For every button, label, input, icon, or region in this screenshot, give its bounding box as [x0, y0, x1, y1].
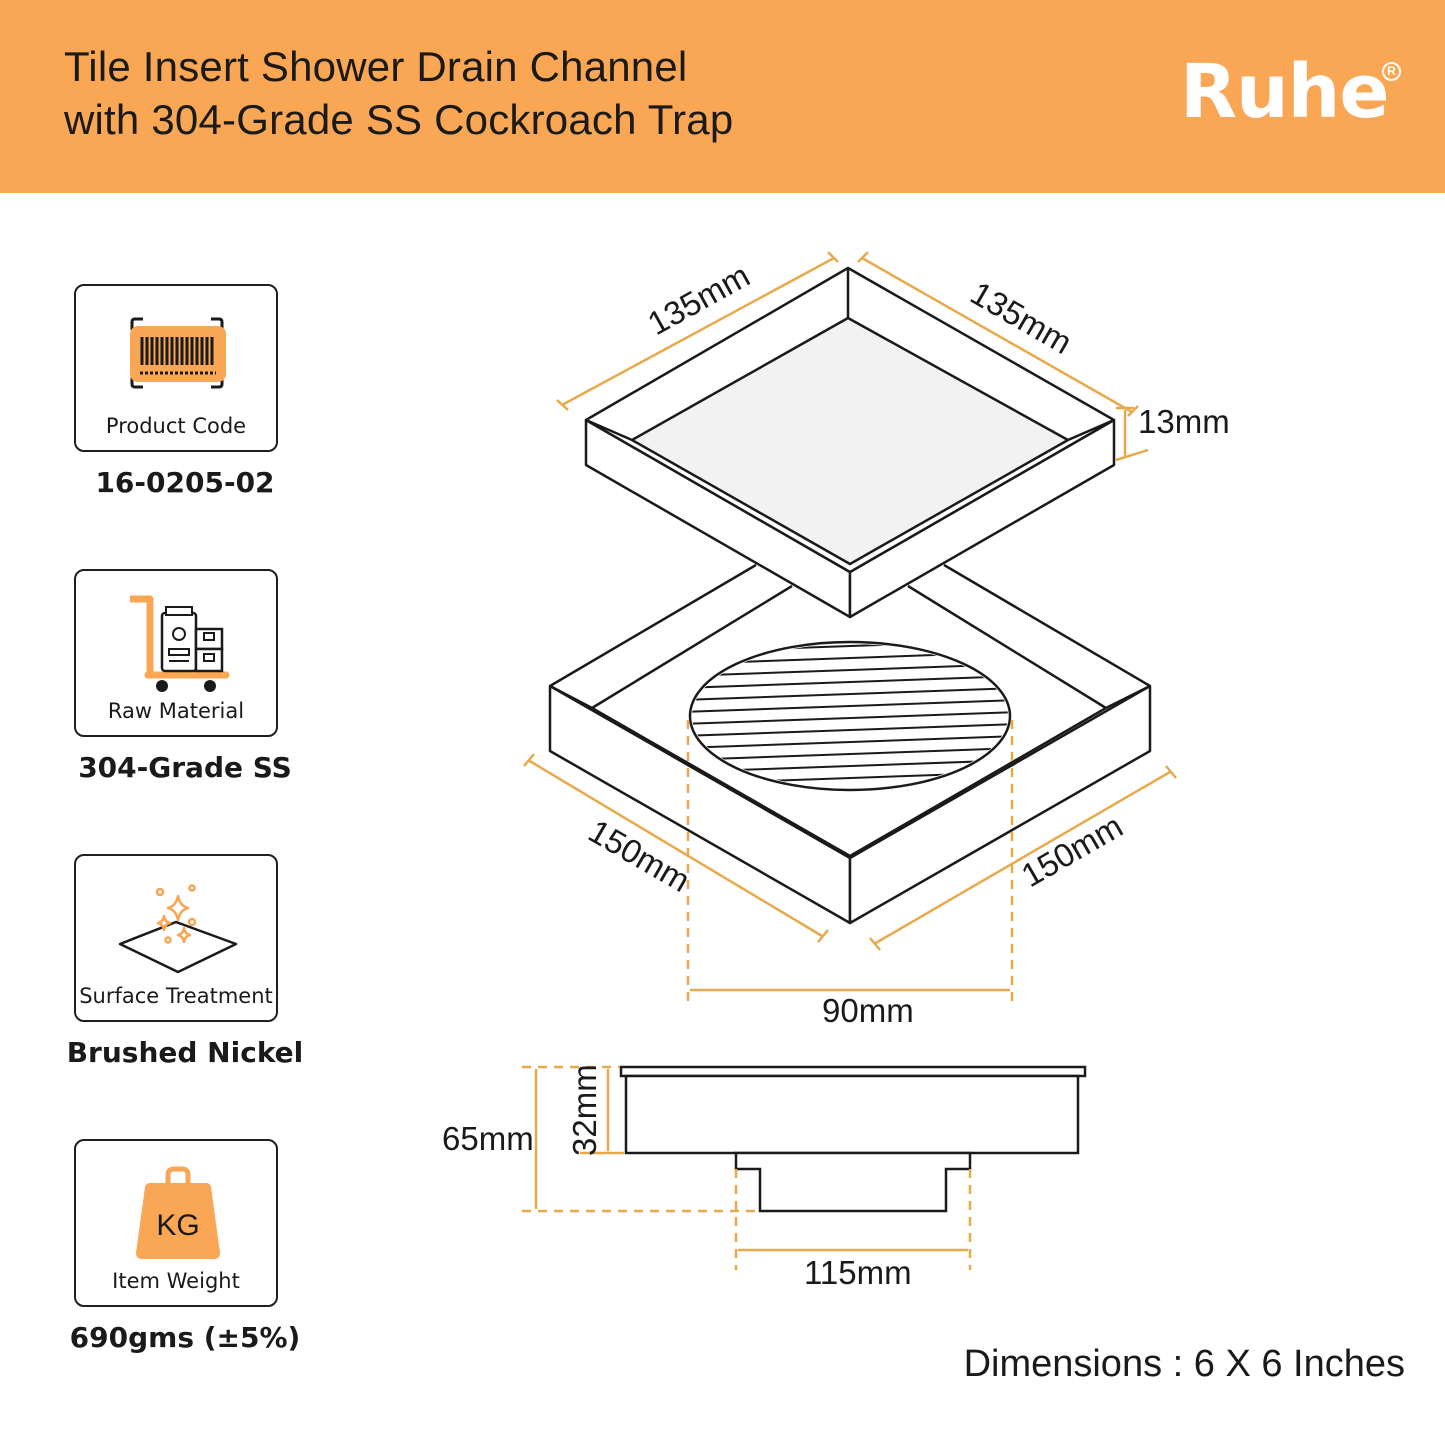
- registered-mark-icon: R: [1382, 62, 1401, 81]
- title-line-2: with 304-Grade SS Cockroach Trap: [64, 96, 734, 143]
- title-line-1: Tile Insert Shower Drain Channel: [64, 43, 688, 90]
- drain-base-frame: [548, 563, 1152, 925]
- spec-value-item-weight: 690gms (±5%): [69, 1321, 301, 1354]
- overall-dimensions: Dimensions : 6 X 6 Inches: [963, 1343, 1405, 1385]
- brand-logo: Ruhe: [1180, 49, 1390, 135]
- spec-card-product-code: Product Code: [74, 284, 278, 452]
- spec-label: Product Code: [105, 414, 247, 438]
- spec-label: Surface Treatment: [79, 984, 273, 1008]
- spec-value-surface-treatment: Brushed Nickel: [66, 1036, 304, 1069]
- material-trolley-icon: [130, 595, 230, 692]
- dim-trap-width: 115mm: [804, 1254, 912, 1291]
- dim-body-height: 32mm: [566, 1064, 603, 1156]
- spec-card-raw-material: Raw Material: [74, 569, 278, 737]
- spec-label: Item Weight: [112, 1269, 240, 1293]
- dim-total-height: 65mm: [442, 1120, 534, 1157]
- page-title: Tile Insert Shower Drain Channel with 30…: [64, 40, 733, 146]
- round-grate: [688, 640, 1012, 792]
- dim-top-left: 135mm: [641, 256, 755, 342]
- sparkle-surface-icon: [118, 884, 238, 974]
- barcode-icon: [130, 317, 226, 389]
- dimension-lines: [522, 251, 1177, 1270]
- tile-insert-tray: [584, 266, 1116, 619]
- dim-tray-height: 13mm: [1138, 403, 1230, 440]
- spec-label: Raw Material: [107, 699, 245, 723]
- spec-value-raw-material: 304-Grade SS: [78, 751, 292, 784]
- dim-base-right: 150mm: [1015, 807, 1129, 894]
- header-banner: Tile Insert Shower Drain Channel with 30…: [0, 0, 1445, 193]
- spec-card-surface-treatment: Surface Treatment: [74, 854, 278, 1022]
- spec-value-product-code: 16-0205-02: [95, 466, 275, 499]
- spec-card-item-weight: KG Item Weight: [74, 1139, 278, 1307]
- dim-grate-diameter: 90mm: [822, 992, 914, 1029]
- side-profile: [619, 1065, 1087, 1213]
- weight-icon-text: KG: [156, 1209, 199, 1242]
- weight-kg-icon: KG: [136, 1166, 220, 1259]
